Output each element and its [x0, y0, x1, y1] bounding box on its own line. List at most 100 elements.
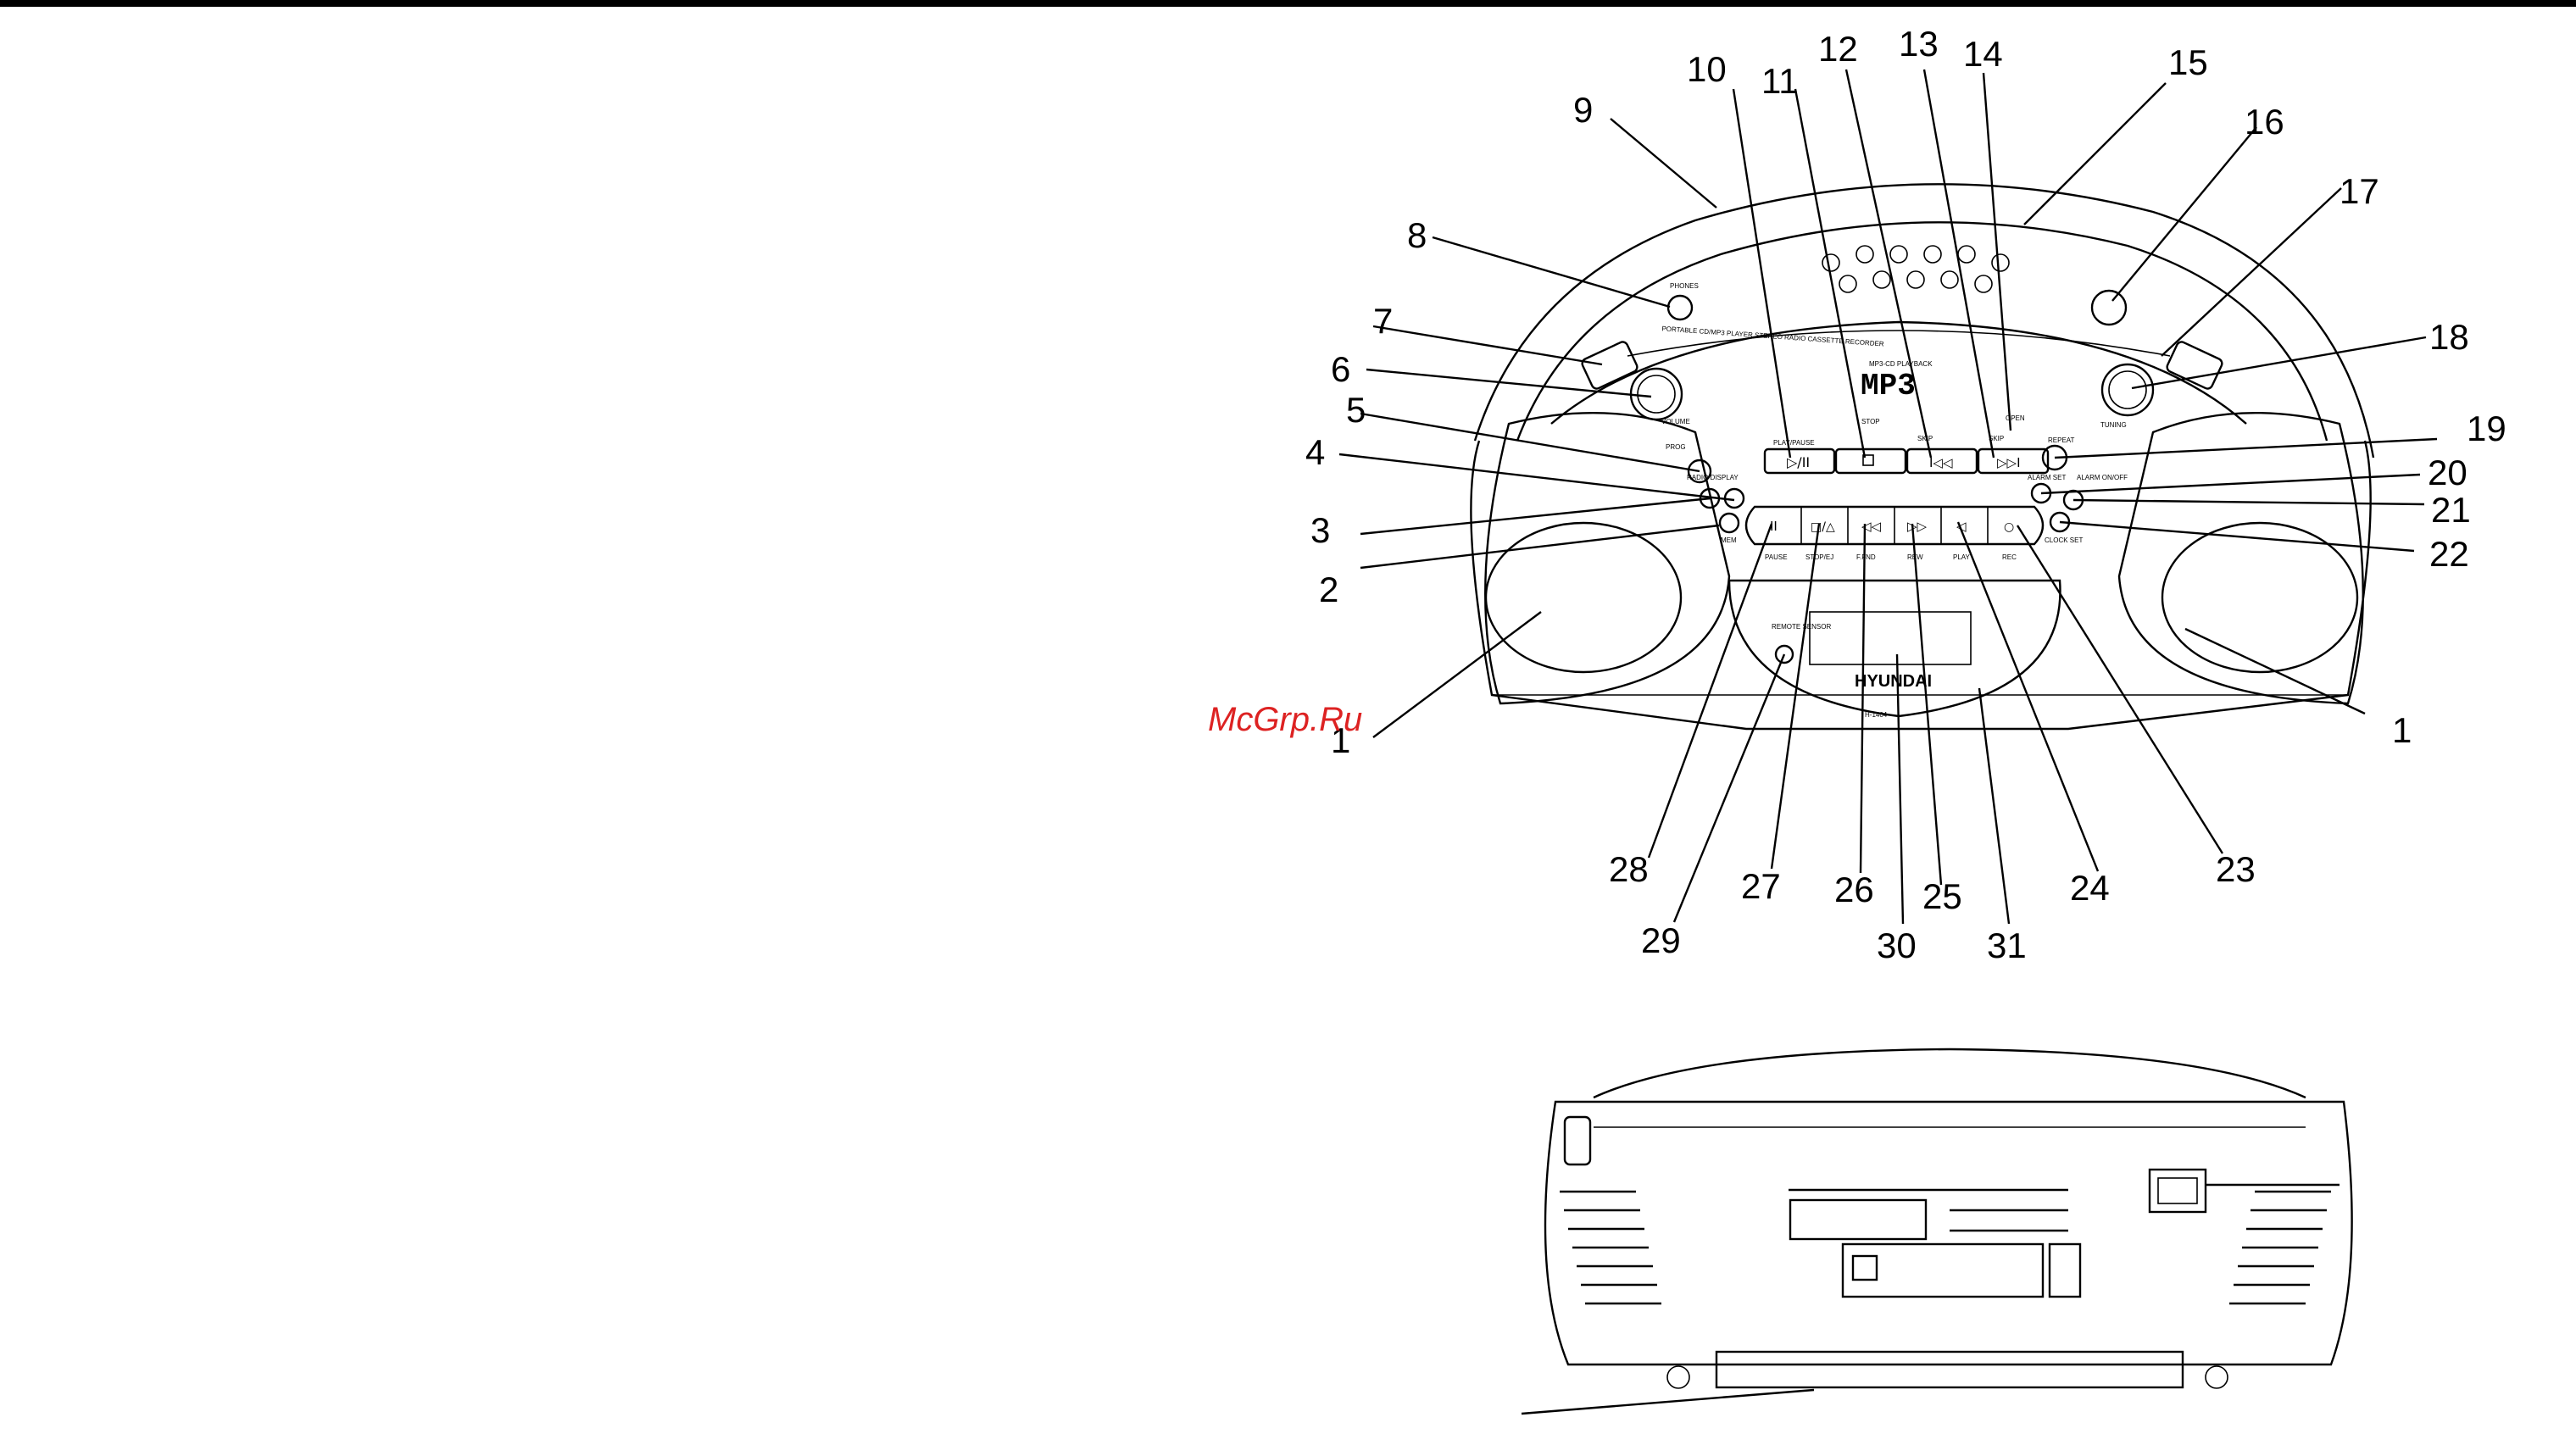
left-slide-switch[interactable]: [1581, 341, 1639, 391]
callout-20: 20: [2428, 453, 2468, 492]
callout-2: 2: [1319, 570, 1338, 609]
callout-12: 12: [1818, 29, 1858, 69]
top-border-bar: [0, 0, 2576, 7]
play-pause-label: PLAY/PAUSE: [1773, 439, 1815, 447]
svg-text:▷▷I: ▷▷I: [1997, 455, 2021, 470]
callout-22: 22: [2429, 534, 2469, 574]
cd-controls: ▷/II PLAY/PAUSE STOP I◁◁ SKIP ▷▷I SKIP O…: [1763, 414, 2050, 475]
callout-5: 5: [1346, 390, 1366, 430]
cassette-controls: II □/△ ◁◁ ▷▷ ◁ ○ PAUSE STOP/EJ F.FND REW…: [1744, 505, 2045, 561]
callout-26: 26: [1834, 870, 1874, 909]
callout-8: 8: [1407, 215, 1427, 255]
pause-label: PAUSE: [1765, 553, 1788, 561]
right-speaker-housing: [2117, 411, 2364, 705]
callout-29: 29: [1641, 920, 1681, 960]
skip-fwd-button[interactable]: [1977, 447, 2050, 475]
rear-body: [1544, 1100, 2353, 1366]
rear-vents-middle: [1789, 1188, 2068, 1232]
right-slide-switch[interactable]: [2166, 341, 2224, 391]
callout-1-left: 1: [1331, 720, 1350, 760]
callout-1-right: 1: [2392, 710, 2412, 750]
body-outline: [1470, 440, 2372, 731]
callout-14: 14: [1963, 34, 2003, 74]
callout-23: 23: [2216, 849, 2256, 889]
clock-set-label: CLOCK SET: [2045, 536, 2083, 544]
stop-button[interactable]: [1834, 447, 1907, 475]
cassette-window: [1809, 611, 1972, 665]
callout-25: 25: [1922, 876, 1962, 916]
top-panel-edge: [1550, 320, 2247, 425]
rew-button[interactable]: ▷▷: [1907, 519, 1928, 534]
volume-label: VOLUME: [1661, 418, 1690, 425]
rec-button[interactable]: ○: [2004, 520, 2014, 534]
tuning-label: TUNING: [2100, 421, 2127, 429]
watermark: McGrp.Ru: [1208, 701, 1362, 738]
rear-vents-left: [1560, 1190, 1661, 1305]
top-panel-band: [1627, 330, 2171, 357]
callout-numbers: 1 1 2 3 4 5 6 7 8 9 10 11 12 13 14 15 16…: [1305, 24, 2506, 965]
top-grille: [1822, 245, 2010, 293]
callout-6: 6: [1331, 349, 1350, 389]
ac-socket: [2148, 1168, 2207, 1214]
left-speaker-housing: [1484, 411, 1731, 705]
alarm-set-label: ALARM SET: [2028, 474, 2066, 481]
stop-label: STOP: [1861, 418, 1880, 425]
leader-lines: [1338, 69, 2438, 925]
f-find-button[interactable]: ◁◁: [1861, 519, 1882, 534]
rear-antenna: [1563, 1115, 1592, 1166]
callout-31: 31: [1987, 925, 2027, 965]
callout-15: 15: [2168, 42, 2208, 82]
callout-28: 28: [1609, 849, 1649, 889]
top-caption: MP3-CD PLAYBACK: [1869, 360, 1933, 368]
svg-text:I◁◁: I◁◁: [1929, 455, 1953, 470]
callout-10: 10: [1687, 49, 1727, 89]
top-right-button[interactable]: [2090, 289, 2128, 326]
callout-30: 30: [1877, 925, 1917, 965]
volume-knob[interactable]: [1629, 367, 1683, 421]
stop-eject-button[interactable]: □/△: [1811, 520, 1835, 534]
mem-label: MEM: [1721, 536, 1737, 544]
svg-text:▷/II: ▷/II: [1787, 454, 1810, 470]
tuning-knob[interactable]: [2100, 363, 2155, 417]
skip-back-button[interactable]: [1906, 447, 1978, 475]
repeat-label: REPEAT: [2048, 436, 2075, 444]
callout-18: 18: [2429, 317, 2469, 357]
rear-stand: [1715, 1350, 2184, 1389]
brand-label: HYUNDAI: [1855, 672, 1932, 691]
callout-4: 4: [1305, 432, 1325, 472]
mem-button[interactable]: [1718, 512, 1740, 534]
handle-inner: [1516, 221, 2328, 442]
rear-label-plate: [1789, 1198, 1928, 1241]
callout-7: 7: [1373, 301, 1393, 341]
cassette-button-bar: [1744, 505, 2045, 546]
battery-compartment: [1841, 1242, 2045, 1298]
phones-label: PHONES: [1670, 282, 1699, 290]
remote-sensor: [1774, 644, 1794, 664]
pause-button[interactable]: II: [1770, 519, 1778, 534]
prog-button[interactable]: [1687, 459, 1712, 484]
callout-27: 27: [1741, 866, 1781, 906]
skip-back-label: SKIP: [1917, 435, 1933, 442]
prog-label: PROG: [1666, 443, 1686, 451]
open-label: OPEN: [2006, 414, 2025, 422]
callout-21: 21: [2431, 490, 2471, 530]
callout-19: 19: [2467, 409, 2506, 448]
rear-bottom-leader: [1521, 1388, 1815, 1415]
right-speaker: [2161, 521, 2359, 674]
callout-16: 16: [2245, 102, 2284, 142]
phones-jack[interactable]: [1666, 294, 1694, 321]
play-pause-button[interactable]: [1763, 447, 1836, 475]
callout-9: 9: [1573, 90, 1593, 130]
left-speaker: [1484, 521, 1683, 674]
callout-24: 24: [2070, 868, 2110, 908]
callout-13: 13: [1899, 24, 1939, 64]
mp3-logo: MP3: [1861, 369, 1916, 403]
alarm-on-off-label: ALARM ON/OFF: [2077, 474, 2128, 481]
remote-sensor-label: REMOTE SENSOR: [1772, 623, 1831, 631]
f-find-label: F.FND: [1856, 553, 1876, 561]
stop-eject-label: STOP/EJ: [1805, 553, 1833, 561]
rec-label: REC: [2002, 553, 2017, 561]
battery-latch: [2048, 1242, 2082, 1298]
model-label: H-1404: [1865, 711, 1888, 719]
